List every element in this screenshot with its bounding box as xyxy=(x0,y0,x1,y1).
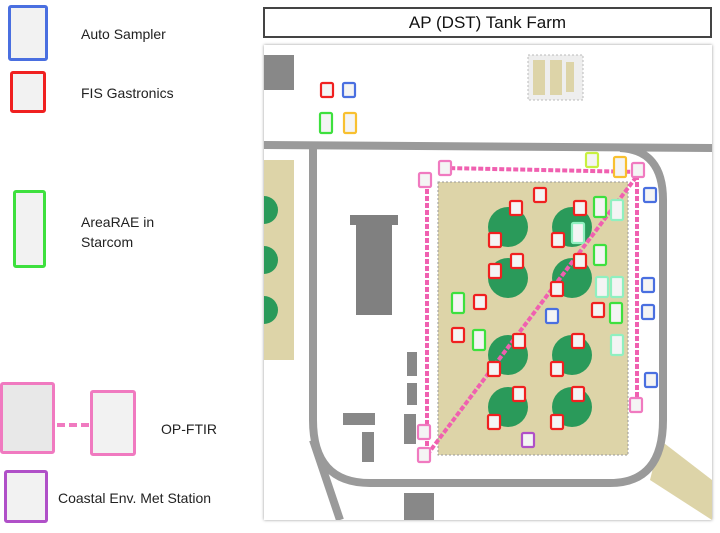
sensor-marker xyxy=(612,155,628,179)
gas-detector-marker xyxy=(487,262,503,280)
ftir-path-line xyxy=(57,423,89,427)
gas-detector-marker xyxy=(511,385,527,403)
gas-detector-marker xyxy=(511,332,527,350)
gas-detector-marker xyxy=(532,186,548,204)
auto-sampler-marker xyxy=(544,307,560,325)
op-ftir-marker xyxy=(417,171,433,189)
gas-detector-icon xyxy=(10,71,46,113)
gas-detector-marker xyxy=(572,199,588,217)
gas-detector-marker xyxy=(450,326,466,344)
building xyxy=(533,60,545,95)
building xyxy=(407,383,417,405)
arearae-marker xyxy=(608,301,624,325)
auto-sampler-marker xyxy=(341,81,357,99)
building xyxy=(404,493,434,520)
op-ftir-tripod-icon xyxy=(0,382,55,454)
op-ftir-reflector-icon xyxy=(90,390,136,456)
gas-detector-marker xyxy=(549,280,565,298)
gas-detector-marker xyxy=(487,231,503,249)
arearae-marker xyxy=(592,243,608,267)
arearae-marker xyxy=(450,291,466,315)
radio-marker xyxy=(609,275,625,299)
building xyxy=(350,215,398,225)
legend-label-arearae-2: Starcom xyxy=(81,234,134,250)
road xyxy=(309,438,344,522)
ftir-beam-path xyxy=(425,166,644,461)
met-station-marker xyxy=(520,431,536,449)
gas-detector-marker xyxy=(590,301,606,319)
radio-marker xyxy=(570,221,586,245)
radio-marker xyxy=(609,333,625,357)
arearae-marker xyxy=(592,195,608,219)
op-ftir-marker xyxy=(628,396,644,414)
building xyxy=(407,352,417,376)
auto-sampler-marker xyxy=(640,276,656,294)
gas-detector-marker xyxy=(572,252,588,270)
gas-detector-marker xyxy=(508,199,524,217)
arearae-marker xyxy=(318,111,334,135)
building xyxy=(404,414,416,444)
legend-label-auto-sampler: Auto Sampler xyxy=(81,26,166,42)
sensor-marker xyxy=(584,151,600,169)
road xyxy=(263,141,713,152)
building xyxy=(362,432,374,462)
tank-farm-map xyxy=(250,45,713,522)
legend-label-op-ftir: OP-FTIR xyxy=(161,421,217,437)
building xyxy=(550,60,562,95)
arearae-monitor-icon xyxy=(13,190,46,268)
building xyxy=(343,413,375,425)
met-station-icon xyxy=(4,470,48,523)
op-ftir-marker xyxy=(437,159,453,177)
radio-marker xyxy=(609,198,625,222)
gas-detector-marker xyxy=(570,332,586,350)
op-ftir-marker xyxy=(630,161,646,179)
map-svg xyxy=(250,54,713,522)
legend-label-met-station: Coastal Env. Met Station xyxy=(58,490,212,506)
gas-detector-marker xyxy=(486,360,502,378)
auto-sampler-marker xyxy=(640,303,656,321)
page-title: AP (DST) Tank Farm xyxy=(263,7,712,38)
sensor-marker xyxy=(342,111,358,135)
auto-sampler-marker xyxy=(643,371,659,389)
legend-label-fis-gastronics: FIS Gastronics xyxy=(81,85,174,101)
radio-marker xyxy=(594,275,610,299)
gas-detector-marker xyxy=(570,385,586,403)
legend-label-arearae-1: AreaRAE in xyxy=(81,214,155,230)
building xyxy=(566,62,574,92)
gas-detector-marker xyxy=(509,252,525,270)
arearae-marker xyxy=(471,328,487,352)
op-ftir-marker xyxy=(416,446,432,464)
auto-sampler-marker xyxy=(642,186,658,204)
gas-detector-marker xyxy=(550,231,566,249)
gas-detector-marker xyxy=(319,81,335,99)
gas-detector-marker xyxy=(549,360,565,378)
building xyxy=(356,215,392,315)
building xyxy=(264,55,294,90)
gas-detector-marker xyxy=(549,413,565,431)
building xyxy=(650,440,712,520)
op-ftir-marker xyxy=(416,423,432,441)
gas-detector-marker xyxy=(472,293,488,311)
gas-detector-marker xyxy=(486,413,502,431)
auto-sampler-icon xyxy=(8,5,48,61)
